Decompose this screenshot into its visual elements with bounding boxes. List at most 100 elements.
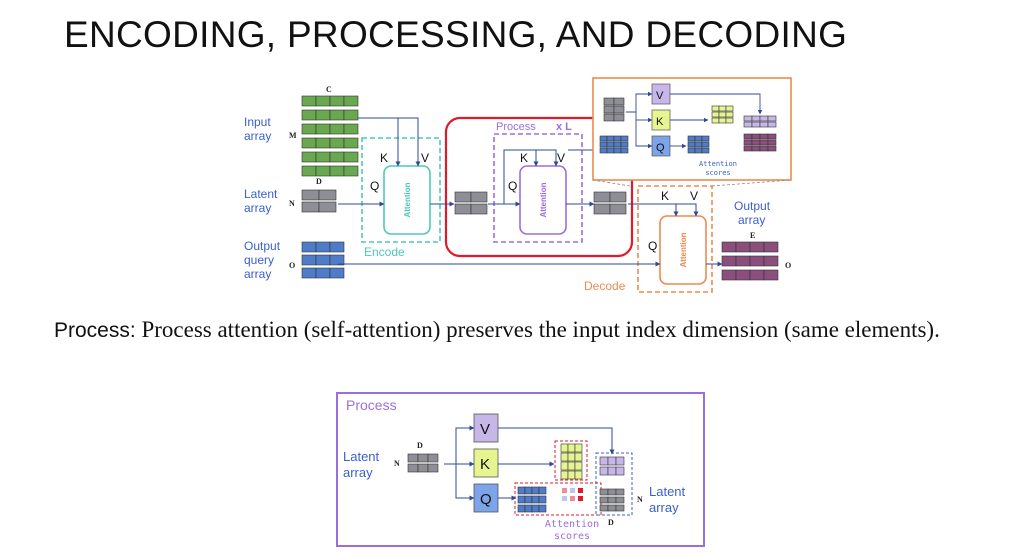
grid-cell xyxy=(743,139,753,146)
grid-cell xyxy=(599,147,608,154)
grid-cell xyxy=(718,105,727,112)
grid-cell xyxy=(329,165,345,177)
bottom-process-frame xyxy=(336,392,705,547)
grid-cell xyxy=(531,486,540,495)
grid-cell xyxy=(759,133,769,140)
grid-cell xyxy=(718,117,727,124)
grid-cell xyxy=(318,201,337,213)
grid-cell xyxy=(315,151,331,163)
grid-cell xyxy=(301,109,317,121)
grid-cell xyxy=(687,147,696,154)
grid-cell xyxy=(538,504,547,513)
encode-box xyxy=(361,137,441,243)
grid-cell xyxy=(301,201,320,213)
dim-e: E xyxy=(750,231,755,240)
grid-cell xyxy=(751,121,761,128)
bottom-dim-d: D xyxy=(417,441,423,450)
grid-cell xyxy=(301,151,317,163)
grid-cell xyxy=(759,121,769,128)
process-attention-block xyxy=(519,165,567,235)
grid-cell xyxy=(603,105,615,114)
grid-cell xyxy=(759,145,769,152)
grid-cell xyxy=(318,189,337,201)
grid-cell xyxy=(721,241,737,253)
bottom-key-dashed xyxy=(554,440,588,481)
bottom-latent-in-label: Latent array xyxy=(343,449,383,480)
grid-cell xyxy=(749,255,765,267)
page-title: ENCODING, PROCESSING, AND DECODING xyxy=(64,14,848,55)
process-highlight-box xyxy=(444,116,634,258)
bottom-k-block xyxy=(473,448,499,478)
inset-value-matrix xyxy=(743,115,777,128)
grid-cell xyxy=(725,105,734,112)
grid-cell xyxy=(427,463,439,473)
bottom-k: K xyxy=(480,456,490,473)
grid-cell xyxy=(735,241,751,253)
grid-cell xyxy=(538,486,547,495)
grid-cell xyxy=(711,117,720,124)
grid-cell xyxy=(524,495,533,504)
grid-cell xyxy=(620,141,629,148)
grid-cell xyxy=(343,95,359,107)
output-array-grid xyxy=(721,241,779,281)
score-cell xyxy=(578,488,583,493)
grid-cell xyxy=(599,135,608,142)
grid-cell xyxy=(301,189,320,201)
grid-cell xyxy=(454,203,472,215)
dim-m: M xyxy=(289,131,297,140)
output-array-label: Output array xyxy=(734,199,773,227)
decode-attention-label: Attention xyxy=(679,232,688,267)
bottom-scores-label: scores xyxy=(554,531,590,542)
grid-cell xyxy=(763,269,779,281)
grid-cell xyxy=(718,111,727,118)
grid-cell xyxy=(609,203,627,215)
grid-cell xyxy=(315,267,331,279)
grid-cell xyxy=(524,486,533,495)
bottom-q-block xyxy=(473,483,499,513)
grid-cell xyxy=(767,139,777,146)
grid-cell xyxy=(701,135,710,142)
grid-cell xyxy=(329,95,345,107)
grid-cell xyxy=(607,456,617,466)
grid-cell xyxy=(751,133,761,140)
decode-box xyxy=(637,185,713,293)
grid-cell xyxy=(407,453,419,463)
process-label: Process xyxy=(496,121,536,133)
grid-cell xyxy=(711,111,720,118)
grid-cell xyxy=(721,269,737,281)
latent-array-label: Latent array xyxy=(244,187,281,215)
latent-processed-grid xyxy=(593,191,627,215)
grid-cell xyxy=(593,191,611,203)
grid-cell xyxy=(759,139,769,146)
inset-k: K xyxy=(656,116,664,128)
process-v: V xyxy=(557,151,565,165)
grid-cell xyxy=(603,97,615,106)
grid-cell xyxy=(613,113,625,122)
score-cell xyxy=(578,496,583,501)
grid-cell xyxy=(567,452,576,462)
grid-cell xyxy=(603,113,615,122)
grid-cell xyxy=(315,241,331,253)
inset-key-matrix xyxy=(711,105,734,124)
bottom-dim-n-out: N xyxy=(637,495,643,504)
dim-d: D xyxy=(316,177,322,186)
grid-cell xyxy=(560,470,569,480)
grid-cell xyxy=(531,504,540,513)
grid-cell xyxy=(613,147,622,154)
grid-cell xyxy=(694,141,703,148)
score-cell xyxy=(570,496,575,501)
grid-cell xyxy=(417,463,429,473)
grid-cell xyxy=(560,452,569,462)
grid-cell xyxy=(613,135,622,142)
caption-text: Process attention (self-attention) prese… xyxy=(135,317,940,342)
grid-cell xyxy=(329,151,345,163)
grid-cell xyxy=(343,123,359,135)
grid-cell xyxy=(599,456,609,466)
grid-cell xyxy=(315,165,331,177)
grid-cell xyxy=(574,461,583,471)
grid-cell xyxy=(613,141,622,148)
grid-cell xyxy=(343,165,359,177)
attention-detail-inset: V K Q Attention scores xyxy=(592,77,792,187)
grid-cell xyxy=(743,145,753,152)
